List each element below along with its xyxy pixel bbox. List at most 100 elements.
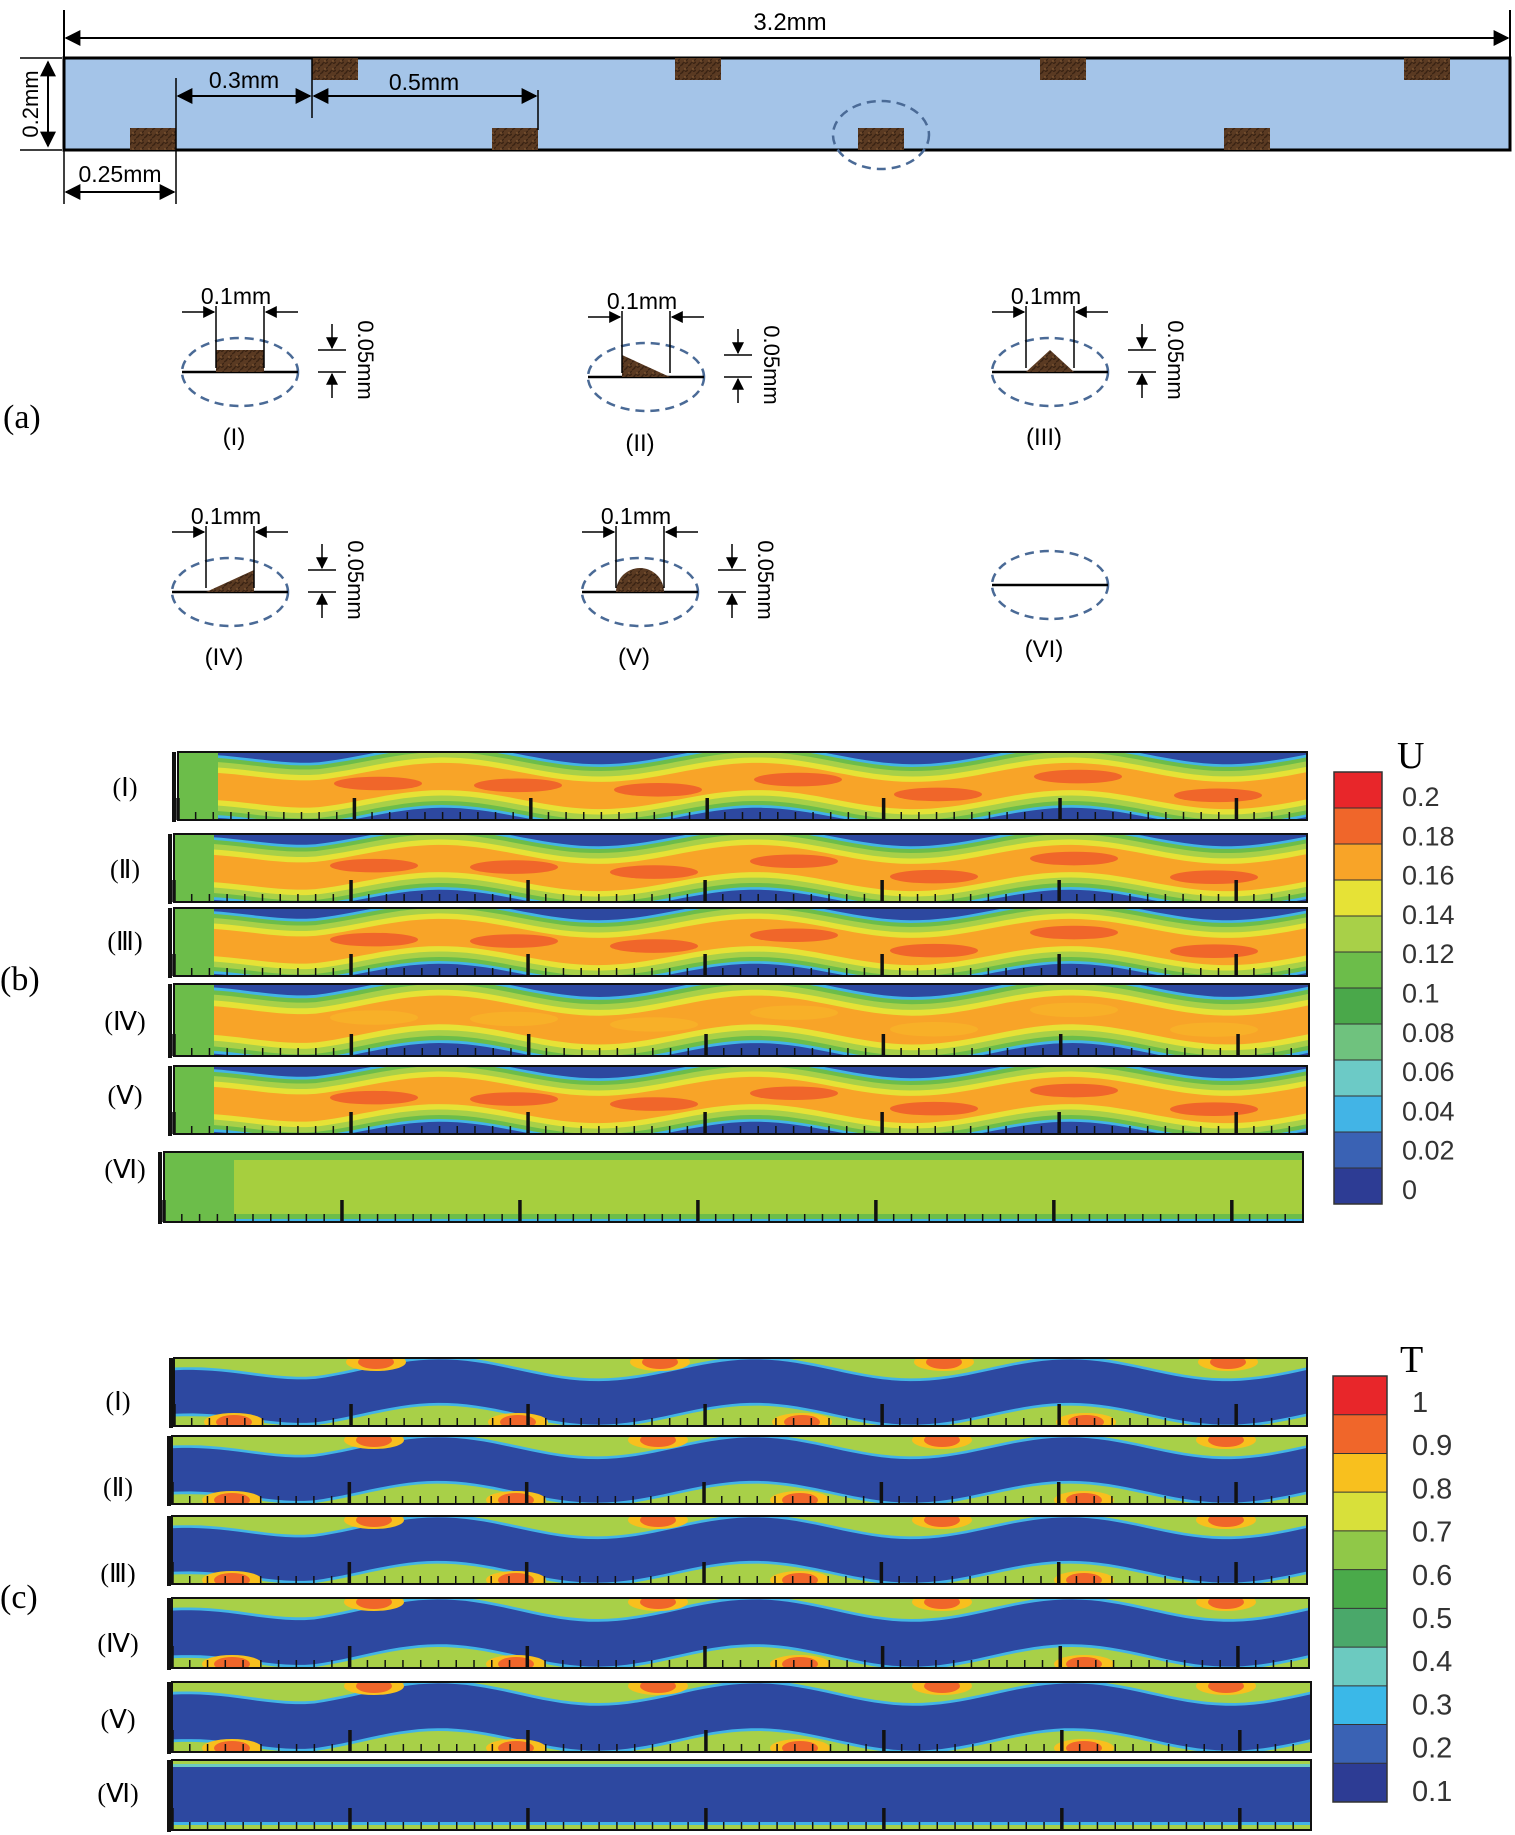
contour-spot (1208, 1436, 1244, 1447)
velocity-row: (Ⅲ) (107, 907, 1308, 978)
contour-spot (330, 932, 418, 947)
temperature-contours: (Ⅰ)(Ⅱ)(Ⅲ)(Ⅳ)(Ⅴ)(Ⅵ) (97, 1357, 1312, 1832)
dimension-inlet: 0.25mm (63, 78, 177, 204)
contour-spot (1208, 1598, 1244, 1609)
overall-length-label: 3.2mm (753, 9, 826, 36)
contour-spot (1066, 1573, 1102, 1584)
contour-spot (642, 1358, 678, 1369)
shape-height-label: 0.05mm (1163, 320, 1188, 399)
contour-spot (610, 1097, 698, 1111)
contour-spot (782, 1493, 818, 1504)
contour-spot (330, 1010, 418, 1025)
contour-fill (172, 1764, 1311, 1767)
velocity-field (178, 752, 1307, 820)
shape-width-label: 0.1mm (201, 283, 271, 309)
temperature-row: (Ⅴ) (100, 1681, 1312, 1754)
legend-swatch (1334, 1132, 1382, 1169)
obstacle (1404, 58, 1450, 80)
contour-spot (890, 943, 978, 958)
row-label: (Ⅰ) (113, 773, 138, 802)
temperature-legend-title: T (1400, 1339, 1423, 1381)
contour-spot (498, 1657, 534, 1668)
shape-height-label: 0.05mm (343, 540, 368, 619)
legend-tick-label: 0.3 (1412, 1689, 1452, 1721)
contour-spot (1208, 1682, 1244, 1693)
legend-tick-label: 0.18 (1402, 821, 1455, 851)
obstacle (312, 58, 358, 80)
temperature-legend: 10.90.80.70.60.50.40.30.20.1 (1332, 1375, 1452, 1808)
contour-spot (754, 772, 842, 787)
legend-swatch (1333, 1608, 1387, 1648)
obstacle (1040, 58, 1086, 80)
shape-label: (II) (625, 430, 654, 457)
legend-swatch (1334, 808, 1382, 845)
legend-tick-label: 1 (1412, 1387, 1428, 1419)
contour-spot (890, 869, 978, 884)
row-label: (Ⅴ) (107, 1081, 142, 1110)
velocity-field (174, 1066, 1307, 1134)
contour-fill (172, 1766, 1311, 1822)
contour-fill (164, 1152, 1303, 1222)
row-label: (Ⅵ) (97, 1779, 138, 1808)
legend-tick-label: 0 (1402, 1175, 1417, 1205)
panel-c: (c) (Ⅰ)(Ⅱ)(Ⅲ)(Ⅳ)(Ⅴ)(Ⅵ) 10.90.80.70.60.50… (0, 1339, 1452, 1832)
velocity-row: (Ⅰ) (113, 751, 1308, 822)
contour-spot (1210, 1358, 1246, 1369)
shape-width-label: 0.1mm (191, 503, 261, 529)
contour-spot (470, 1092, 558, 1106)
legend-tick-label: 0.1 (1412, 1776, 1452, 1808)
velocity-legend: 0.20.180.160.140.120.10.080.060.040.020 (1333, 771, 1455, 1205)
contour-spot (926, 1358, 962, 1369)
contour-spot (470, 934, 558, 948)
contour-band (174, 1076, 1307, 1124)
contour-spot (470, 860, 558, 874)
channel-domain (62, 56, 1512, 152)
temperature-field (172, 1436, 1307, 1504)
contour-spot (750, 928, 838, 943)
legend-frame (1333, 771, 1383, 1205)
temperature-row: (Ⅲ) (100, 1515, 1308, 1588)
legend-tick-label: 0.7 (1412, 1517, 1452, 1549)
obstacle (858, 128, 904, 150)
row-label: (Ⅱ) (110, 855, 140, 884)
legend-tick-label: 0.4 (1412, 1646, 1452, 1678)
contour-spot (610, 1017, 698, 1032)
temperature-field (174, 1358, 1307, 1426)
legend-tick-label: 0.04 (1402, 1096, 1455, 1126)
contour-spot (924, 1682, 960, 1693)
obstacle-triangle (206, 570, 254, 592)
obstacle-triangle (1026, 350, 1074, 372)
dimension-spacing: 0.3mm 0.5mm (176, 58, 539, 130)
contour-spot (356, 1682, 392, 1693)
contour-spot (614, 782, 702, 797)
row-label: (Ⅵ) (104, 1155, 145, 1184)
legend-tick-label: 0.9 (1412, 1430, 1452, 1462)
contour-spot (924, 1516, 960, 1527)
shape-label: (III) (1026, 424, 1062, 451)
temperature-field (172, 1760, 1311, 1830)
contour-fill (174, 984, 214, 1056)
legend-swatch (1334, 1060, 1382, 1097)
legend-tick-label: 0.1 (1402, 979, 1440, 1009)
velocity-row: (Ⅴ) (107, 1065, 1308, 1136)
row-label: (Ⅳ) (104, 1007, 145, 1036)
velocity-row: (Ⅳ) (104, 983, 1310, 1058)
legend-swatch (1333, 1647, 1387, 1687)
contour-spot (474, 778, 562, 793)
legend-tick-label: 0.5 (1412, 1603, 1452, 1635)
legend-swatch (1333, 1724, 1387, 1764)
shape-label: (I) (223, 424, 246, 451)
contour-fill (174, 1066, 214, 1134)
contour-spot (924, 1436, 960, 1447)
contour-band (172, 1517, 1307, 1583)
obstacle-rectangle (216, 350, 264, 372)
contour-spot (330, 858, 418, 873)
obstacle (130, 128, 176, 150)
legend-tick-label: 0.2 (1402, 782, 1440, 812)
contour-fill (174, 834, 214, 902)
obstacle-shape-details: 0.1mm0.05mm(I)0.1mm0.05mm(II)0.1mm0.05mm… (170, 283, 1188, 671)
contour-spot (470, 1011, 558, 1027)
legend-swatch (1334, 772, 1382, 809)
contour-band (172, 1683, 1311, 1751)
